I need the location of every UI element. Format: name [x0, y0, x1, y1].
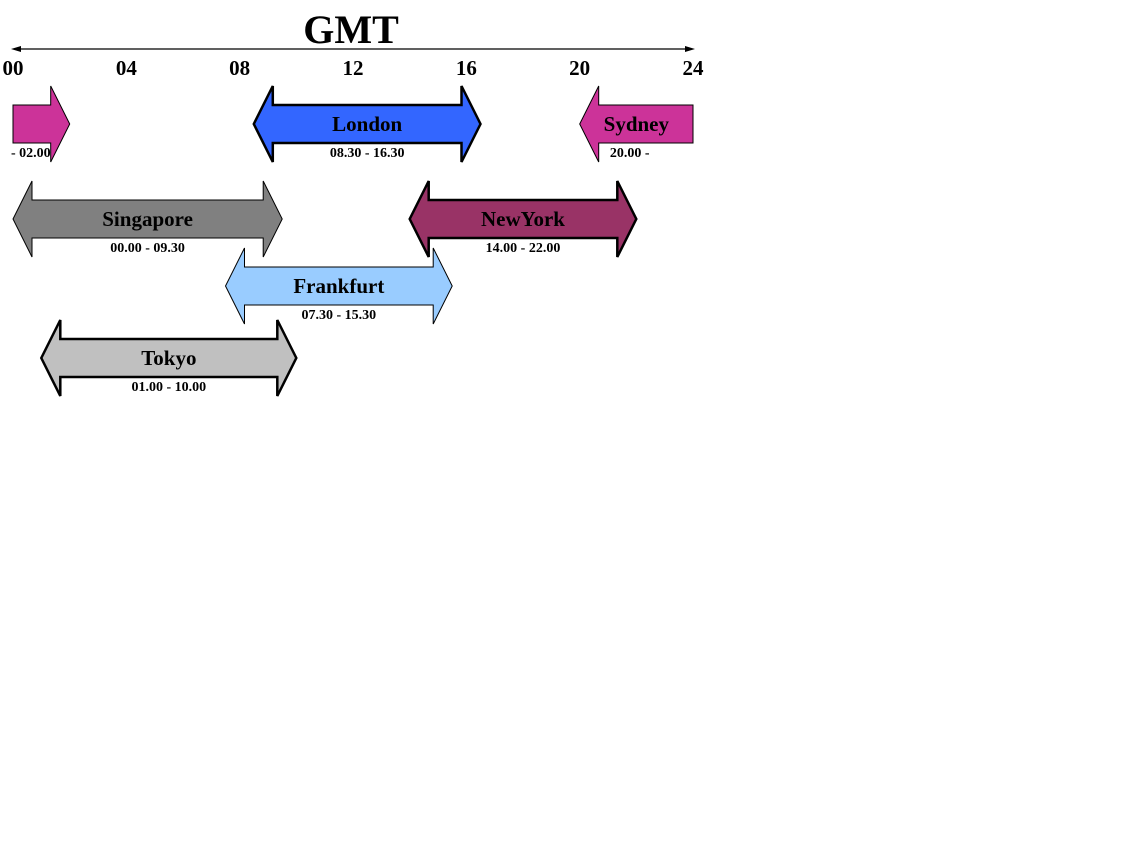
axis-tick-label: 04 — [116, 56, 138, 80]
session-sydney-wrap: - 02.00 — [11, 85, 71, 163]
session-city-name: NewYork — [481, 207, 565, 231]
session-city-name: Singapore — [102, 207, 193, 231]
axis-tick-label: 16 — [456, 56, 477, 80]
session-arrow-shape — [12, 180, 283, 258]
axis-tick-label: 20 — [569, 56, 590, 80]
axis-tick-label: 08 — [229, 56, 250, 80]
axis-tick-label: 24 — [683, 56, 705, 80]
session-hours: 14.00 - 22.00 — [486, 241, 561, 256]
session-city-name: Tokyo — [141, 346, 196, 370]
session-singapore: Singapore 00.00 - 09.30 — [12, 180, 283, 258]
diagram-title: GMT — [303, 7, 399, 52]
session-arrow-shape — [579, 85, 694, 163]
axis-left-arrow — [11, 46, 21, 52]
session-newyork: NewYork 14.00 - 22.00 — [408, 180, 638, 258]
session-tokyo: Tokyo 01.00 - 10.00 — [39, 319, 298, 397]
session-arrow-shape — [12, 85, 71, 163]
session-city-name: Frankfurt — [293, 274, 384, 298]
gmt-time-axis: 00 04 08 12 16 20 24 — [3, 46, 705, 80]
axis-tick-label: 00 — [3, 56, 24, 80]
session-arrow-shape — [408, 180, 638, 258]
session-city-name: London — [332, 112, 402, 136]
session-arrow-shape — [224, 247, 453, 325]
axis-right-arrow — [685, 46, 695, 52]
session-city-name: Sydney — [604, 112, 670, 136]
session-hours: - 02.00 — [11, 146, 51, 161]
session-arrow-shape — [252, 85, 482, 163]
session-london: London 08.30 - 16.30 — [252, 85, 482, 163]
session-arrow-shape — [39, 319, 298, 397]
axis-tick-label: 12 — [343, 56, 364, 80]
session-hours: 07.30 - 15.30 — [301, 308, 376, 323]
session-hours: 08.30 - 16.30 — [330, 146, 405, 161]
session-hours: 00.00 - 09.30 — [110, 241, 185, 256]
session-hours: 01.00 - 10.00 — [131, 380, 206, 395]
session-hours: 20.00 - — [610, 146, 650, 161]
session-sydney: Sydney 20.00 - — [579, 85, 694, 163]
session-frankfurt: Frankfurt 07.30 - 15.30 — [224, 247, 453, 325]
